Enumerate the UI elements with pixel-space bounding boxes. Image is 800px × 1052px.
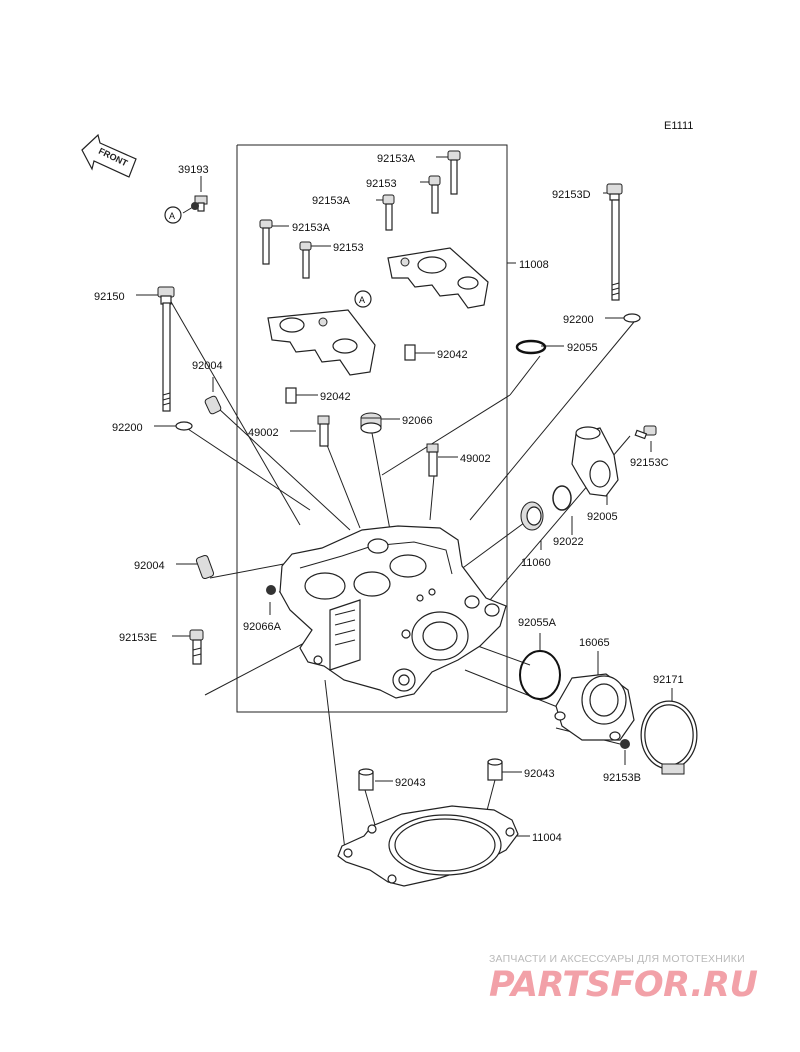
part-label: 92005 bbox=[587, 511, 618, 523]
valve-guide-49002-right bbox=[426, 443, 439, 477]
gasket-11060 bbox=[520, 501, 544, 531]
oring-92022 bbox=[552, 485, 572, 511]
dowel-92043-left bbox=[358, 768, 374, 791]
seal-92066 bbox=[360, 412, 382, 434]
part-label: 92043 bbox=[395, 777, 426, 789]
head-gasket-11004 bbox=[337, 805, 519, 887]
ref-a-circle-2: A bbox=[354, 290, 372, 308]
camshaft-cap-right bbox=[387, 247, 489, 309]
watermark-caption: ЗАПЧАСТИ И АКСЕССУАРЫ ДЛЯ МОТОТЕХНИКИ bbox=[489, 953, 745, 965]
cap-92066A bbox=[266, 585, 276, 595]
bolt-92153B bbox=[620, 739, 630, 749]
part-label: 92042 bbox=[320, 391, 351, 403]
bolt-92150 bbox=[157, 286, 175, 412]
part-label: 92200 bbox=[112, 422, 143, 434]
watermark-logo: PARTSFOR.RU bbox=[489, 965, 758, 1005]
part-label: 92153D bbox=[552, 189, 591, 201]
bolt-92153A-right bbox=[382, 194, 395, 231]
part-label: 11060 bbox=[521, 557, 551, 569]
part-label: 16065 bbox=[579, 637, 610, 649]
part-label: 92153E bbox=[119, 632, 157, 644]
bolt-92153A-right-top bbox=[447, 150, 461, 195]
stud-92004-top bbox=[204, 395, 222, 415]
part-label: 49002 bbox=[460, 453, 491, 465]
part-label: 92043 bbox=[524, 768, 555, 780]
dowel-92043-right bbox=[487, 758, 503, 781]
camshaft-cap-left bbox=[267, 309, 376, 376]
assembly-bracket bbox=[237, 144, 516, 264]
part-label: 92066A bbox=[243, 621, 282, 633]
cylinder-head bbox=[279, 525, 507, 699]
oring-92055 bbox=[515, 339, 547, 355]
part-label: 92042 bbox=[437, 349, 468, 361]
front-arrow-icon: FRONT bbox=[81, 133, 137, 178]
part-label: 92153A bbox=[292, 222, 331, 234]
part-label: 92022 bbox=[553, 536, 584, 548]
bolt-92153C bbox=[634, 425, 657, 440]
part-label: 92150 bbox=[94, 291, 125, 303]
intake-holder-16065 bbox=[554, 673, 635, 741]
ref-a-circle: A bbox=[164, 206, 182, 224]
part-label: 92055A bbox=[518, 617, 557, 629]
bolt-92153-left bbox=[299, 241, 312, 279]
part-label: 92153A bbox=[312, 195, 351, 207]
bolt-39193 bbox=[191, 195, 208, 212]
stud-92004-left bbox=[195, 554, 215, 580]
part-label: 92153 bbox=[333, 242, 364, 254]
washer-92200-left bbox=[175, 421, 193, 431]
part-label: 92153C bbox=[630, 457, 669, 469]
part-label: 92153A bbox=[377, 153, 416, 165]
svg-text:A: A bbox=[359, 295, 365, 305]
part-label: 39193 bbox=[178, 164, 209, 176]
bolt-92153D bbox=[606, 183, 623, 301]
part-label: 92004 bbox=[192, 360, 223, 372]
part-label: 49002 bbox=[248, 427, 279, 439]
clamp-92171 bbox=[640, 700, 698, 775]
valve-guide-49002-left bbox=[317, 415, 330, 447]
part-label: 11004 bbox=[532, 832, 562, 844]
part-label: 92200 bbox=[563, 314, 594, 326]
washer-92200-right bbox=[623, 313, 641, 323]
bolt-92153A-left bbox=[259, 219, 273, 265]
dowel-92042-right bbox=[404, 344, 416, 361]
bolt-92153E bbox=[189, 629, 204, 665]
bolt-92153-right bbox=[428, 175, 441, 214]
part-label: 92171 bbox=[653, 674, 684, 686]
part-label: 11008 bbox=[519, 259, 549, 271]
thermostat-cover-92005 bbox=[571, 426, 619, 497]
part-labels: 39193 92153A 92153 92153A 92153A 92153 9… bbox=[94, 153, 684, 844]
part-label: 92153 bbox=[366, 178, 397, 190]
diagram-code: E1111 bbox=[664, 120, 693, 132]
part-label: 92153B bbox=[603, 772, 641, 784]
dowel-92042-left bbox=[285, 387, 297, 404]
part-label: 92055 bbox=[567, 342, 598, 354]
part-label: 92004 bbox=[134, 560, 165, 572]
svg-text:A: A bbox=[169, 211, 175, 221]
oring-92055A bbox=[519, 650, 561, 700]
part-label: 92066 bbox=[402, 415, 433, 427]
